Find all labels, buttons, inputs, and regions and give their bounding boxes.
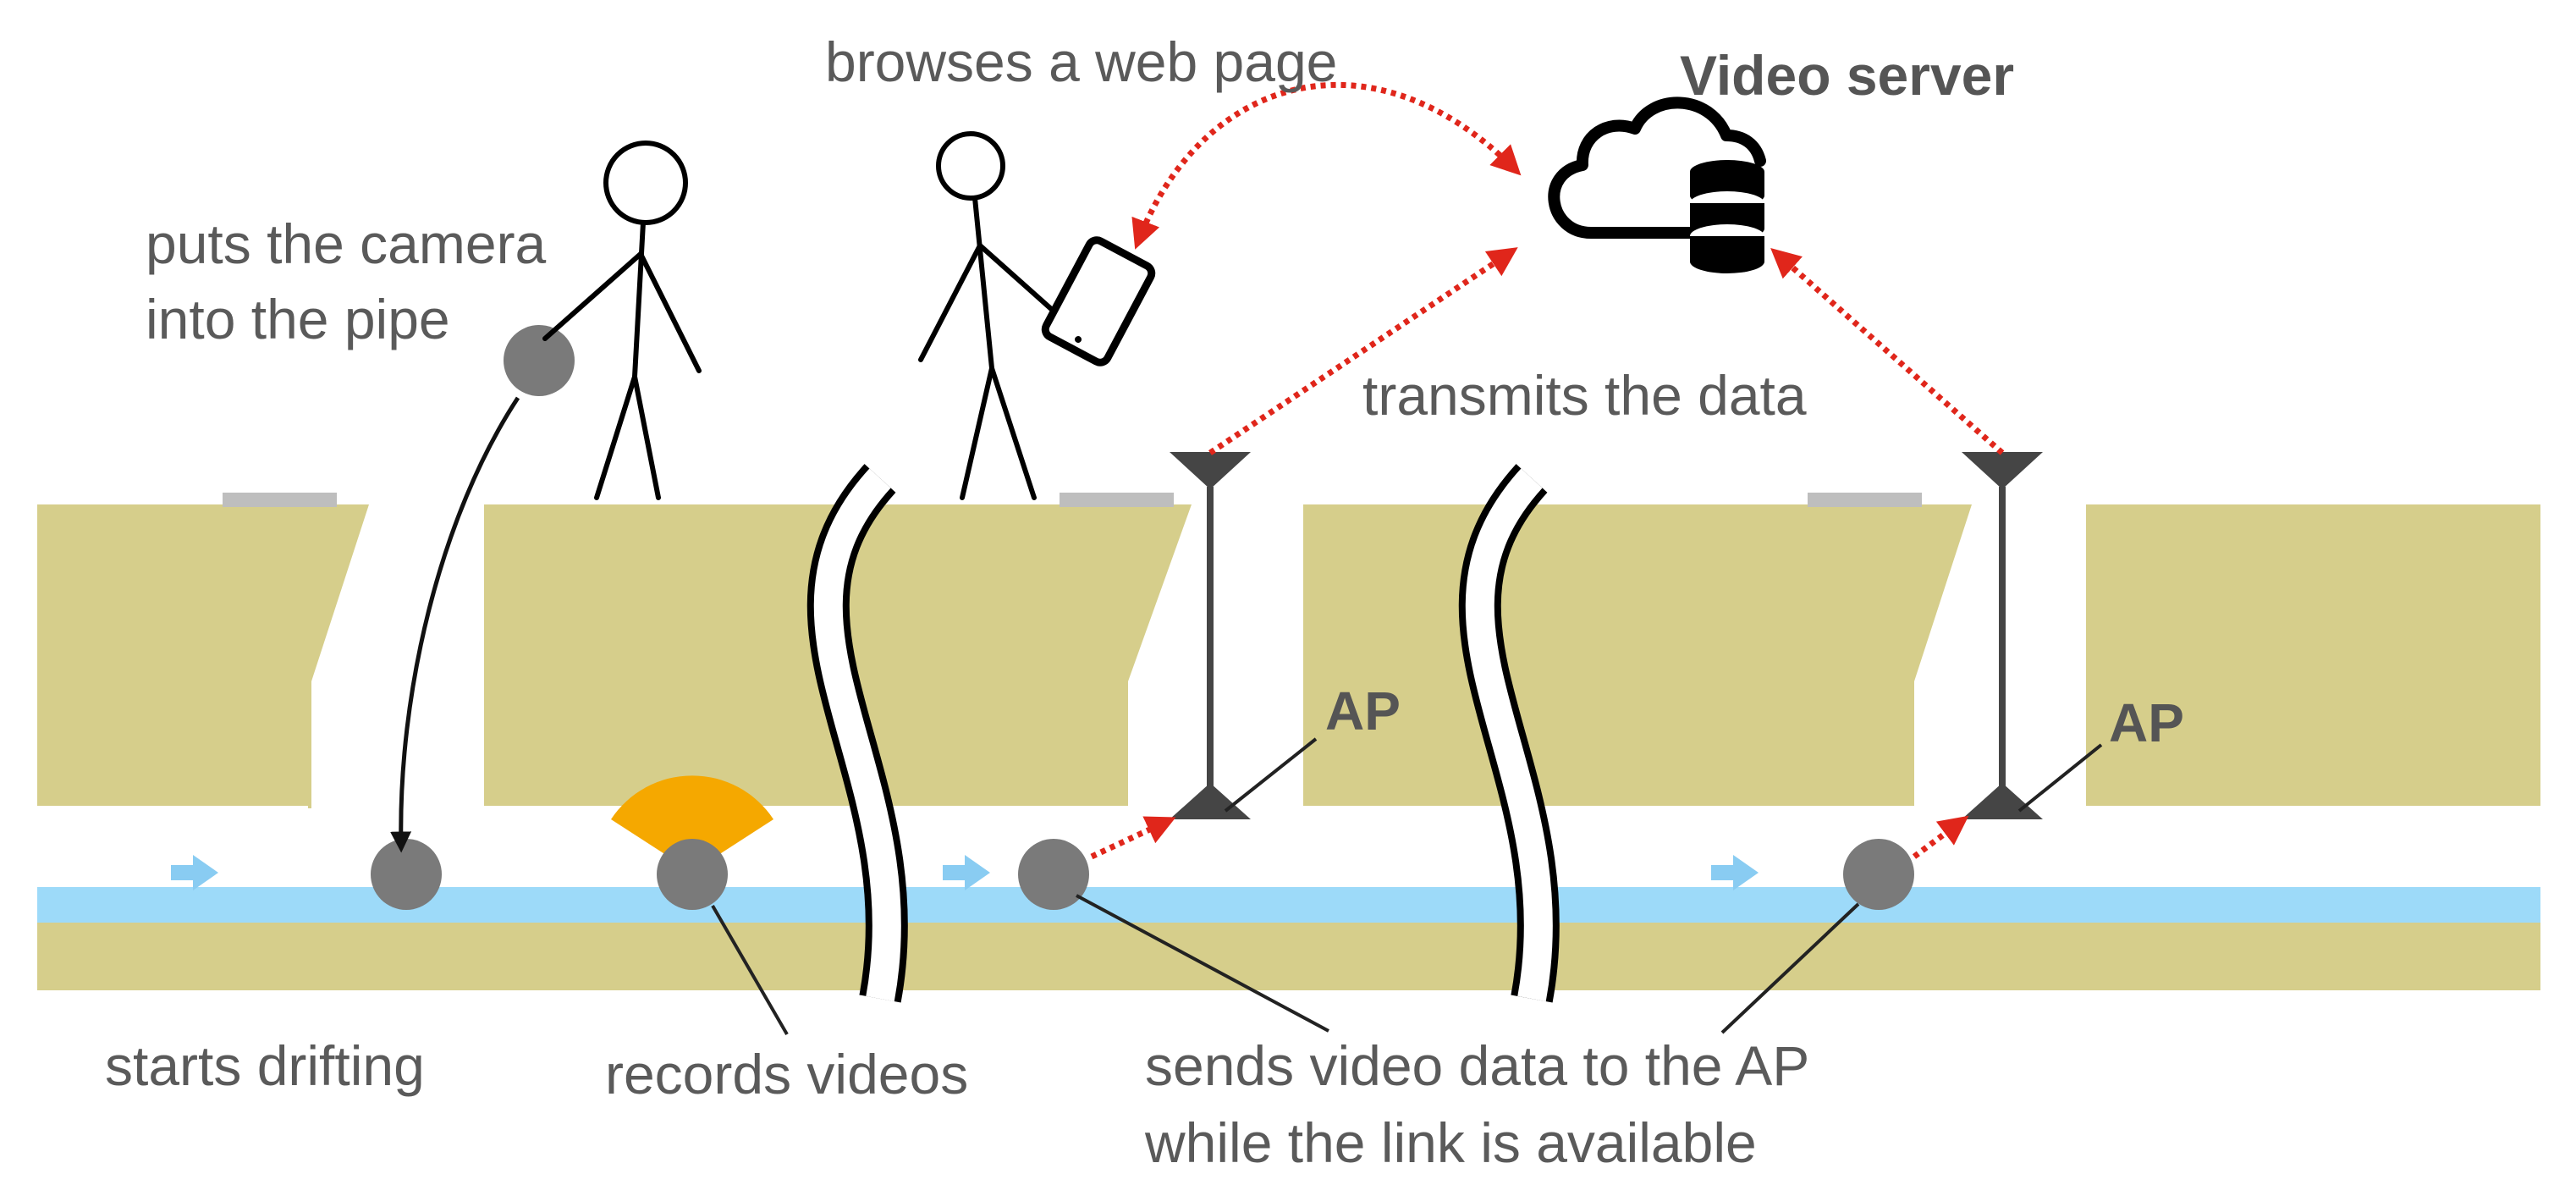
label-browses: browses a web page [825,30,1337,93]
link-server-to-tablet [1131,82,1522,250]
person-browsing [918,131,1060,500]
cloud-icon [1548,96,1766,239]
label-puts-camera-line2: into the pipe [146,288,450,350]
flow-arrow-1 [171,855,218,890]
label-starts-drifting: starts drifting [105,1034,425,1097]
distance-break-1 [806,464,908,1003]
manhole-cover-3 [1808,493,1922,507]
camera-ball-icon [504,325,575,396]
label-video-server: Video server [1680,44,2014,107]
callout-lines [711,894,1860,1036]
camera-ball-icon [657,839,728,910]
link-camera-to-ap1 [1090,816,1176,860]
label-puts-camera-line1: puts the camera [146,212,547,275]
ground-block-1 [37,504,369,808]
link-camera-to-ap2 [1912,815,1969,859]
label-transmits: transmits the data [1362,364,1807,427]
drop-arrow [390,396,520,853]
water-flow [37,887,2540,923]
database-icon [1690,160,1764,273]
label-records-videos: records videos [605,1043,968,1105]
ground-layer [37,504,2540,990]
ap-callout-line-1 [1224,737,1318,813]
ap-callout-line-2 [2017,743,2103,813]
ground-block-4 [2086,504,2540,806]
ground-block-3 [1303,504,1972,806]
cloud-database-icon [1548,96,1766,273]
person-deploying-camera [542,141,702,500]
antenna-icon [1962,452,2043,819]
label-sends-line1: sends video data to the AP [1145,1034,1809,1097]
tablet-icon [1041,236,1156,367]
flow-arrow-3 [1711,855,1759,890]
camera-ball-icon [371,839,442,910]
data-links [1090,82,2005,860]
flow-arrow-2 [943,855,990,890]
antenna-icon [1170,452,1251,819]
label-ap-1: AP [1325,681,1401,741]
manhole-covers [223,493,1922,507]
ground-bottom [37,921,2540,990]
flow-arrows [171,855,1759,890]
link-ap2-to-server [1770,248,2005,455]
access-point-2 [1962,452,2043,819]
camera-ball-icon [1843,839,1914,910]
label-ap-2: AP [2109,692,2184,753]
access-point-1 [1170,452,1251,819]
manhole-cover-1 [223,493,337,507]
distance-break-2 [1458,464,1560,1003]
manhole-cover-2 [1060,493,1174,507]
camera-ball-icon [1018,839,1089,910]
cameras [371,325,1914,910]
recording-fan [611,775,773,872]
label-sends-line2: while the link is available [1144,1111,1757,1174]
